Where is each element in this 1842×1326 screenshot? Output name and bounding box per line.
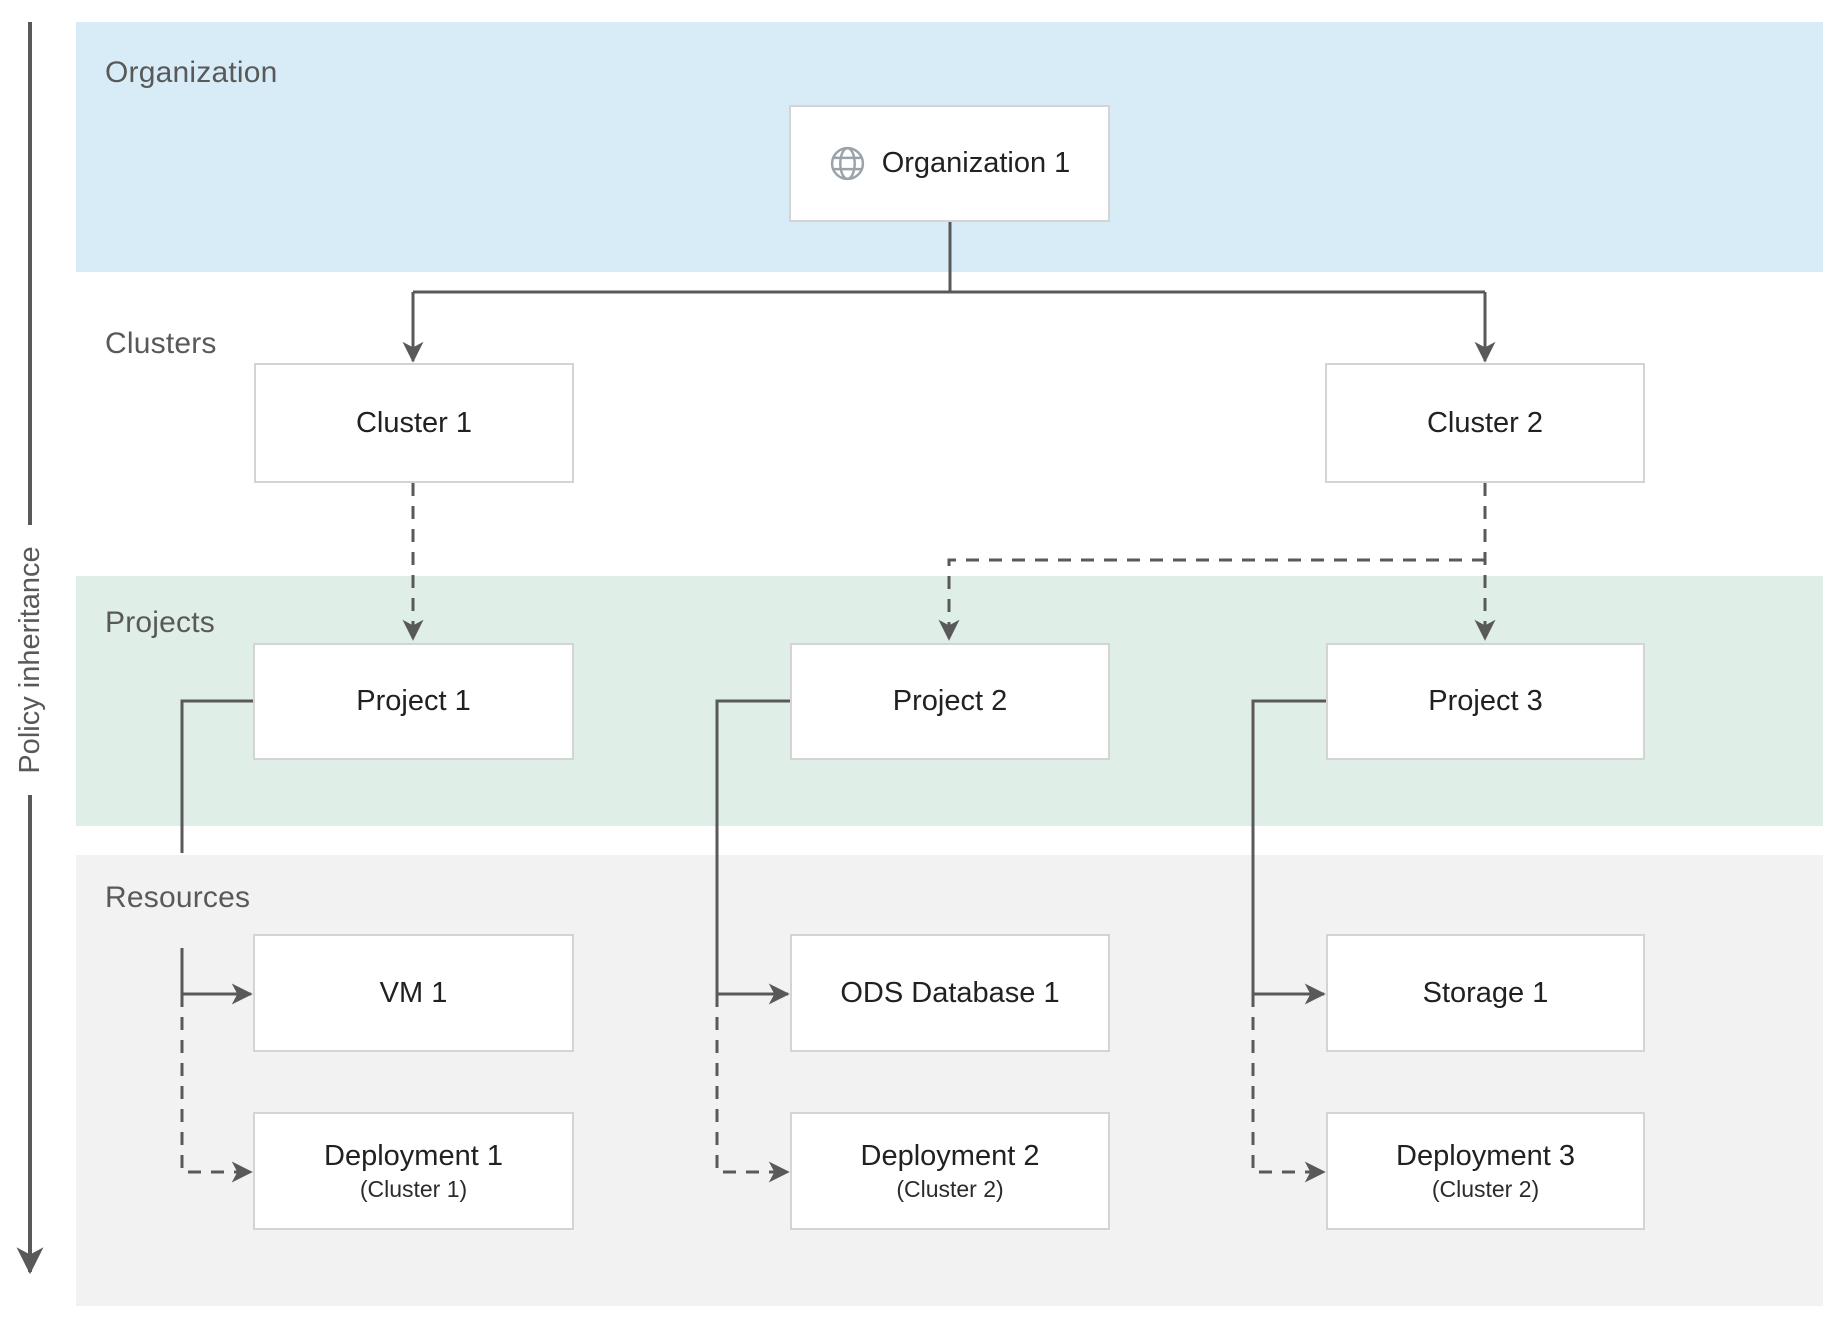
node-sublabel: (Cluster 2) — [1431, 1175, 1540, 1202]
node-project-2: Project 2 — [790, 643, 1110, 760]
node-label: VM 1 — [379, 976, 448, 1009]
node-label: Deployment 3 — [1396, 1139, 1575, 1172]
node-label: Project 1 — [356, 685, 471, 717]
edge-cluster2-project2 — [938, 558, 1485, 641]
node-vm-1: VM 1 — [253, 934, 574, 1052]
edge-project2-stub — [715, 699, 790, 994]
node-project-3: Project 3 — [1326, 643, 1645, 760]
node-project-1: Project 1 — [253, 643, 574, 760]
organization-band-label: Organization — [105, 56, 278, 89]
resources-band-label: Resources — [105, 881, 251, 914]
node-cluster-1: Cluster 1 — [254, 363, 574, 483]
globe-icon — [830, 146, 864, 181]
node-label: Organization 1 — [881, 147, 1071, 179]
node-deployment-1: Deployment 1 (Cluster 1) — [253, 1112, 574, 1230]
node-label: Storage 1 — [1422, 976, 1549, 1009]
node-label: Project 3 — [1428, 685, 1543, 717]
node-ods-database-1: ODS Database 1 — [790, 934, 1110, 1052]
node-storage-1: Storage 1 — [1326, 934, 1645, 1052]
node-label: ODS Database 1 — [840, 976, 1060, 1009]
clusters-band-label: Clusters — [105, 327, 217, 360]
node-label: Cluster 1 — [355, 406, 473, 439]
policy-inheritance-label: Policy inheritance — [14, 546, 46, 774]
node-label: Deployment 1 — [324, 1139, 503, 1172]
resources-band — [76, 855, 1823, 1306]
node-label: Cluster 2 — [1426, 406, 1544, 439]
edge-project1-deployment1 — [180, 994, 253, 1183]
node-sublabel: (Cluster 2) — [896, 1175, 1004, 1202]
edge-project2-deployment2 — [715, 994, 790, 1183]
node-deployment-3: Deployment 3 (Cluster 2) — [1326, 1112, 1645, 1230]
node-label: Project 2 — [892, 685, 1008, 717]
edge-project1-stub — [180, 699, 253, 853]
edge-project3-deployment3 — [1251, 994, 1326, 1183]
edge-project3-stub — [1251, 699, 1326, 994]
node-deployment-2: Deployment 2 (Cluster 2) — [790, 1112, 1110, 1230]
node-organization-1: Organization 1 — [789, 105, 1110, 222]
node-cluster-2: Cluster 2 — [1325, 363, 1645, 483]
node-sublabel: (Cluster 1) — [359, 1175, 468, 1202]
node-label: Deployment 2 — [860, 1139, 1040, 1172]
projects-band-label: Projects — [105, 606, 215, 639]
